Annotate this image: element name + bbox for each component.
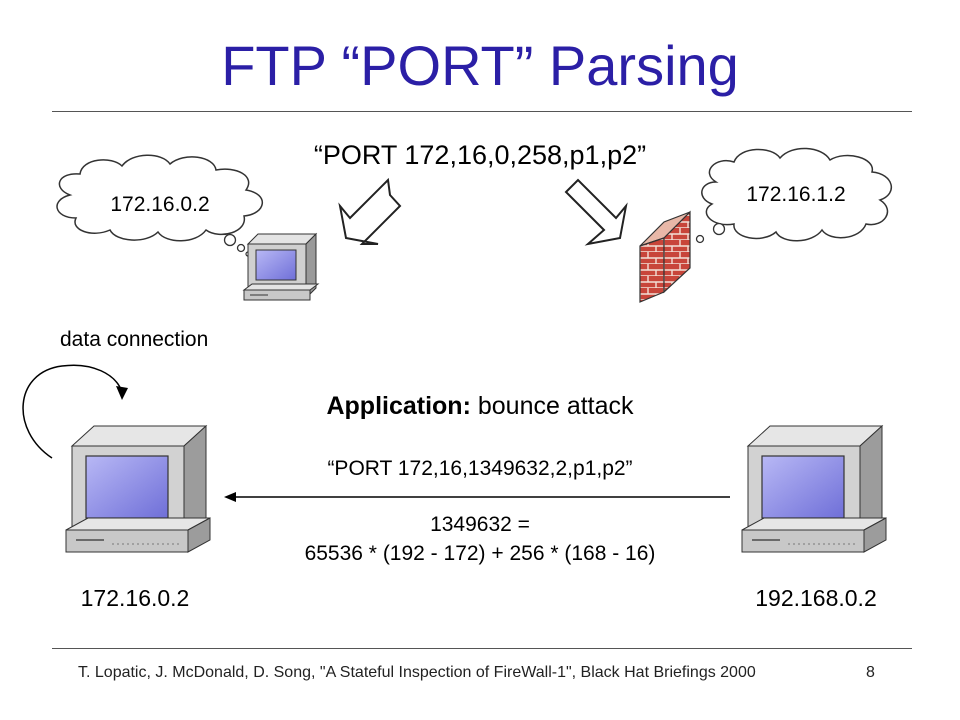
calculation-line-1: 1349632 = bbox=[430, 513, 530, 536]
footer-divider bbox=[52, 648, 912, 649]
application-prefix: Application: bbox=[326, 392, 471, 420]
arrow-left-icon bbox=[224, 492, 730, 502]
arrow-down-left-icon bbox=[338, 177, 402, 245]
circular-arrow-icon bbox=[22, 364, 128, 459]
slide-title: FTP “PORT” Parsing bbox=[221, 34, 739, 97]
left-host-ip: 172.16.0.2 bbox=[80, 585, 190, 611]
thought-cloud-icon bbox=[683, 147, 892, 248]
cloud-left-ip: 172.16.0.2 bbox=[110, 193, 210, 216]
application-text: bounce attack bbox=[470, 392, 634, 420]
data-connection-label: data connection bbox=[60, 328, 209, 351]
arrow-down-right-icon bbox=[564, 178, 628, 246]
calculation-line-2: 65536 * (192 - 172) + 256 * (168 - 16) bbox=[304, 542, 656, 565]
computer-icon bbox=[741, 424, 887, 553]
cloud-right-ip: 172.16.1.2 bbox=[746, 183, 846, 206]
right-host-ip: 192.168.0.2 bbox=[755, 585, 877, 611]
page-number: 8 bbox=[866, 664, 875, 681]
title-divider bbox=[52, 111, 912, 112]
computer-icon bbox=[65, 424, 211, 553]
port-command-top: “PORT 172,16,0,258,p1,p2” bbox=[313, 140, 647, 170]
computer-icon bbox=[242, 232, 320, 301]
port-command-bottom: “PORT 172,16,1349632,2,p1,p2” bbox=[327, 457, 633, 480]
application-heading: Application: bounce attack bbox=[0, 392, 960, 421]
firewall-brick-wall-icon bbox=[639, 210, 691, 303]
footer-citation: T. Lopatic, J. McDonald, D. Song, "A Sta… bbox=[78, 664, 756, 681]
thought-cloud-icon bbox=[56, 154, 264, 257]
